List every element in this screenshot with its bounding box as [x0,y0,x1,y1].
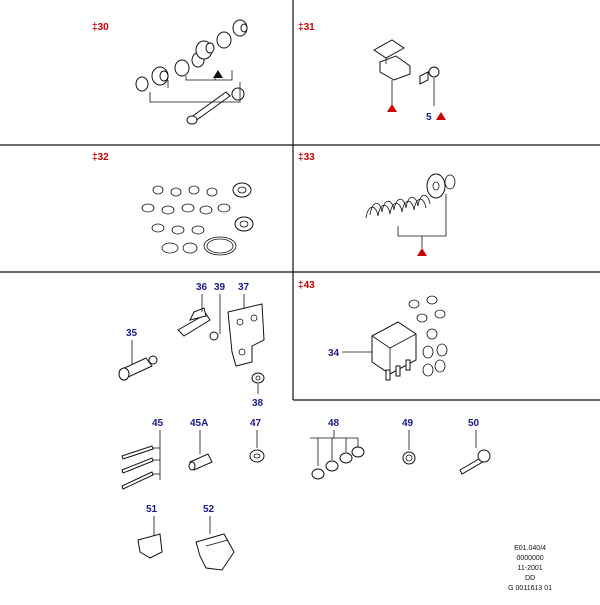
drawing-stamp: E01.040/4 0000000 11-2001 DD G 0011613 0… [508,544,552,594]
callout-37: 37 [238,282,250,293]
panel-43-parts [342,295,448,381]
callout-39: 39 [214,282,226,293]
panel-ref-31: ‡31 [298,22,315,33]
panel-ref-33: ‡33 [298,152,315,163]
callout-52: 52 [203,504,215,515]
loose-parts [121,430,491,571]
panel-32-parts [141,182,254,256]
panel-ref-32: ‡32 [92,152,109,163]
panel-33-parts [365,173,456,256]
panel-30-parts [135,19,248,125]
callout-50: 50 [468,418,480,429]
callout-35: 35 [126,328,138,339]
callout-51: 51 [146,504,158,515]
panel-31-parts: 5 [373,39,446,123]
panel-ref-43: ‡43 [298,280,315,291]
callout-49: 49 [402,418,414,429]
stamp-line-3: 11-2001 [517,565,543,572]
callout-labels: 36 39 37 35 38 34 45 45A 47 48 49 50 51 … [126,282,480,515]
callout-38: 38 [252,398,264,409]
stamp-line-5: G 0011613 01 [508,585,552,592]
panel-ref-30: ‡30 [92,22,109,33]
stamp-line-2: 0000000 [516,555,544,562]
callout-31-qty: 5 [426,112,432,123]
callout-36: 36 [196,282,208,293]
panel-middle-parts [118,294,265,394]
callout-45a: 45A [190,418,208,429]
callout-45: 45 [152,418,164,429]
callout-48: 48 [328,418,340,429]
stamp-line-4: DD [525,575,536,582]
callout-47: 47 [250,418,262,429]
stamp-line-1: E01.040/4 [514,545,547,552]
callout-34: 34 [328,348,340,359]
panel-grid [0,0,600,401]
